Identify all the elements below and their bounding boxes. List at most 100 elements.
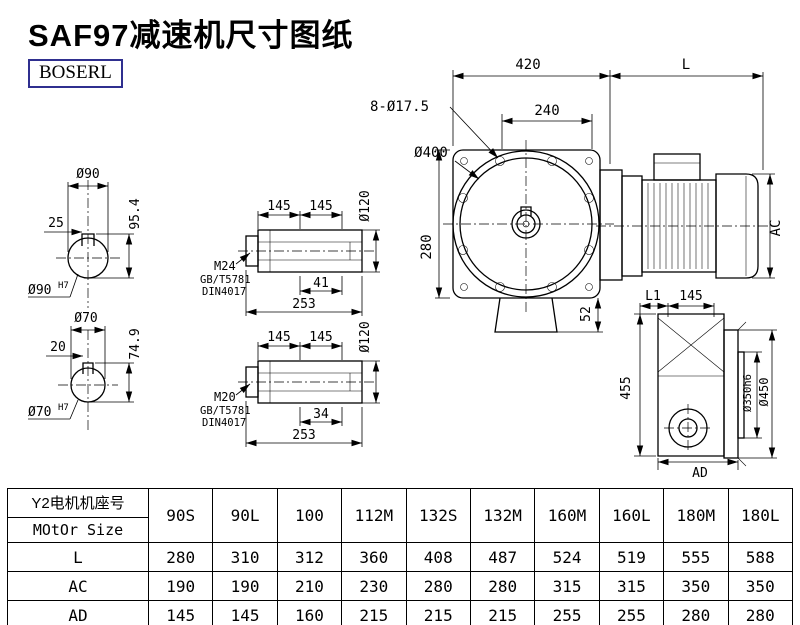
cell-L-9: 588: [727, 542, 794, 572]
dim-side-L1: L1: [645, 289, 661, 304]
cell-AD-6: 255: [534, 600, 600, 625]
cell-L-2: 312: [276, 542, 343, 572]
dim-front-52: 52: [579, 306, 594, 322]
cell-AD-3: 215: [341, 600, 407, 625]
dim-shaft2-dia: Ø120: [358, 321, 373, 352]
side-view: L1 145 455 Ø350h6 Ø450 AD: [619, 289, 777, 481]
dim-bore1-keyway: 25: [48, 216, 64, 231]
cell-AC-4: 280: [405, 571, 471, 601]
dim-bore1-dia: Ø90: [76, 167, 99, 182]
row-label-AD: AD: [7, 600, 149, 625]
dim-shaft2-std2: DIN4017: [202, 417, 246, 429]
row-label-L: L: [7, 542, 149, 572]
dimension-table: Y2电机机座号 MOtOr Size 90S 90L 100 112M 132S…: [7, 488, 794, 625]
shaft-detail-bottom: 145 145 M20 GB/T5781 DIN4017 34 253 Ø120: [200, 321, 380, 447]
cell-L-3: 360: [341, 542, 407, 572]
dim-bore2-height: 74.9: [128, 328, 143, 359]
brand-logo: BOSERL: [28, 59, 123, 88]
col-header-90L: 90L: [212, 488, 278, 543]
col-header-112M: 112M: [341, 488, 407, 543]
dim-front-240: 240: [534, 103, 559, 119]
cell-AD-0: 145: [147, 600, 214, 625]
cell-AC-0: 190: [147, 571, 214, 601]
dim-side-455: 455: [619, 376, 634, 399]
dim-shaft2-keylen: 34: [313, 407, 329, 422]
table-row-AD: AD 145 145 160 215 215 215 255 255 280 2…: [7, 600, 794, 625]
dim-front-dia400: Ø400: [414, 145, 448, 161]
page-title: SAF97减速机尺寸图纸: [28, 18, 354, 53]
row-label-AC: AC: [7, 571, 149, 601]
col-header-132S: 132S: [405, 488, 471, 543]
bore-section-70: Ø70 20 74.9 Ø70 H7: [28, 311, 143, 430]
shaft-detail-top: 145 145 M24 GB/T5781 DIN4017 41 253 Ø120: [200, 190, 380, 316]
col-header-90S: 90S: [147, 488, 214, 543]
dim-bore1-fit-tolerance: H7: [58, 281, 69, 291]
cell-AC-7: 315: [598, 571, 665, 601]
col-header-132M: 132M: [469, 488, 536, 543]
dim-side-AD: AD: [692, 466, 708, 481]
dim-bore2-keyway: 20: [50, 340, 66, 355]
dim-shaft2-total: 253: [292, 428, 315, 443]
motor-size-label-en: MOtOr Size: [32, 521, 124, 539]
dim-shaft1-span1: 145: [267, 199, 290, 214]
dim-side-dia350: Ø350h6: [742, 374, 754, 412]
front-view: 420 L 8-Ø17.5 240 Ø400 280 52: [370, 57, 784, 333]
dim-bore2-fit-tolerance: H7: [58, 403, 69, 413]
cell-AC-1: 190: [212, 571, 278, 601]
col-header-180L: 180L: [727, 488, 794, 543]
dim-shaft1-keylen: 41: [313, 276, 329, 291]
table-header-row: Y2电机机座号 MOtOr Size 90S 90L 100 112M 132S…: [7, 488, 794, 543]
dim-shaft2-span1: 145: [267, 330, 290, 345]
col-header-100: 100: [276, 488, 343, 543]
cell-L-5: 487: [469, 542, 536, 572]
dim-bore1-height: 95.4: [128, 198, 143, 229]
cell-AD-5: 215: [469, 600, 536, 625]
cell-AD-8: 280: [663, 600, 729, 625]
cell-AD-7: 255: [598, 600, 665, 625]
dim-front-AC: AC: [768, 220, 784, 237]
dim-shaft2-span2: 145: [309, 330, 332, 345]
cell-AC-8: 350: [663, 571, 729, 601]
cell-AD-9: 280: [727, 600, 794, 625]
dim-front-boltholes: 8-Ø17.5: [370, 99, 429, 115]
dim-front-L: L: [682, 57, 690, 73]
cell-L-6: 524: [534, 542, 600, 572]
motor-size-header: Y2电机机座号 MOtOr Size: [7, 488, 149, 543]
motor-size-label-cn: Y2电机机座号: [8, 489, 148, 518]
col-header-180M: 180M: [663, 488, 729, 543]
dim-shaft1-dia: Ø120: [358, 190, 373, 221]
dim-side-145: 145: [679, 289, 702, 304]
cell-AC-5: 280: [469, 571, 536, 601]
cell-L-4: 408: [405, 542, 471, 572]
col-header-160M: 160M: [534, 488, 600, 543]
cell-L-0: 280: [147, 542, 214, 572]
dim-shaft1-std1: GB/T5781: [200, 274, 251, 286]
cell-AC-6: 315: [534, 571, 600, 601]
cell-AD-1: 145: [212, 600, 278, 625]
cell-AC-9: 350: [727, 571, 794, 601]
dim-bore2-fit: Ø70: [28, 405, 51, 420]
dim-side-dia450: Ø450: [757, 378, 771, 407]
dim-front-280: 280: [419, 234, 435, 259]
cell-AC-3: 230: [341, 571, 407, 601]
technical-drawing: Ø90 25 95.4 Ø90 H7 Ø70 20 74.9 Ø70 H7: [28, 57, 784, 481]
dim-bore2-dia: Ø70: [74, 311, 97, 326]
table-row-L: L 280 310 312 360 408 487 524 519 555 58…: [7, 542, 794, 572]
col-header-160L: 160L: [598, 488, 665, 543]
cell-AD-4: 215: [405, 600, 471, 625]
dim-bore1-fit: Ø90: [28, 283, 51, 298]
cell-L-7: 519: [598, 542, 665, 572]
cell-AC-2: 210: [276, 571, 343, 601]
dim-shaft1-thread: M24: [214, 259, 236, 273]
dim-shaft1-span2: 145: [309, 199, 332, 214]
dim-shaft2-thread: M20: [214, 390, 236, 404]
bore-section-90: Ø90 25 95.4 Ø90 H7: [28, 167, 143, 308]
cell-AD-2: 160: [276, 600, 343, 625]
dim-shaft1-total: 253: [292, 297, 315, 312]
table-row-AC: AC 190 190 210 230 280 280 315 315 350 3…: [7, 571, 794, 601]
cell-L-8: 555: [663, 542, 729, 572]
dim-shaft2-std1: GB/T5781: [200, 405, 251, 417]
dim-shaft1-std2: DIN4017: [202, 286, 246, 298]
dim-front-width: 420: [515, 57, 540, 73]
cell-L-1: 310: [212, 542, 278, 572]
